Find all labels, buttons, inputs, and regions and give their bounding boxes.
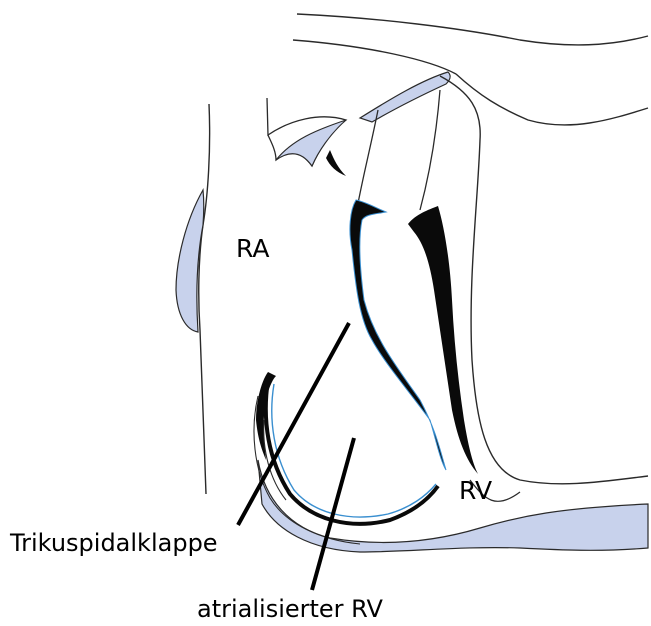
label-tricuspid-valve: Trikuspidalklappe bbox=[10, 531, 218, 555]
rv-floor-band bbox=[258, 460, 648, 552]
rv-outer-wall bbox=[440, 76, 648, 484]
label-ra: RA bbox=[236, 236, 269, 261]
vessel-wall-band bbox=[360, 72, 450, 122]
septal-leaflet-arc-edge bbox=[272, 384, 436, 517]
upper-atrium-pocket-fill bbox=[276, 120, 346, 166]
pocket-tip bbox=[326, 150, 346, 176]
great-vessel-outline bbox=[293, 14, 648, 125]
septum-left-edge bbox=[356, 110, 378, 214]
right-atrium-wall bbox=[199, 104, 210, 494]
septum-right-edge bbox=[420, 90, 440, 210]
moderator-band bbox=[408, 206, 478, 474]
label-rv: RV bbox=[459, 478, 492, 503]
label-atrialized-rv: atrialisierter RV bbox=[197, 597, 383, 621]
